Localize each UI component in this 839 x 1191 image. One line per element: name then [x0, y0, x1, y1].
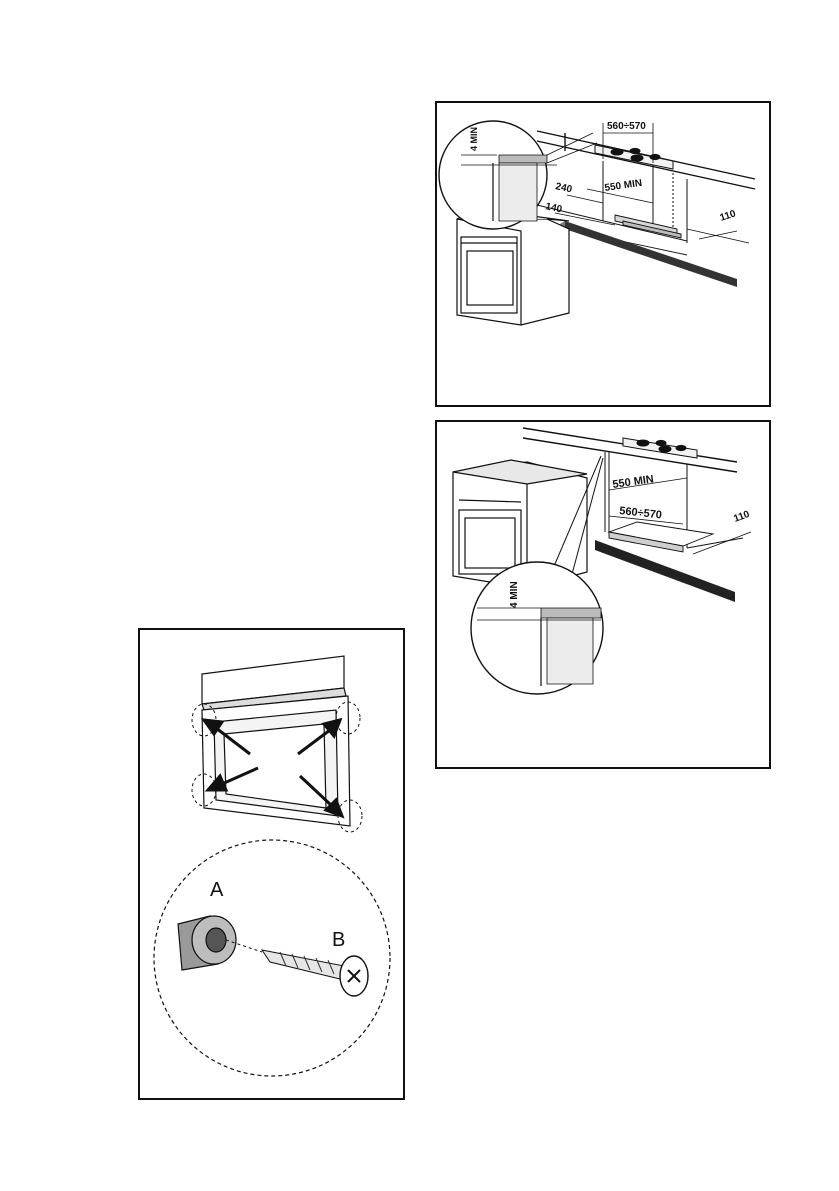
dim-min-depth: 550 MIN: [612, 473, 655, 491]
screw-b: [260, 949, 369, 997]
label-a: A: [210, 879, 224, 901]
dim-left-gap: 140: [544, 201, 563, 215]
dim-cutout-width: 560÷570: [607, 121, 646, 132]
floor-band: [595, 540, 735, 602]
detail-circle: [153, 839, 391, 1077]
installation-drawing-middle: 550 MIN 560÷570 110: [452, 427, 752, 695]
cabinet-base: [607, 521, 752, 555]
dim-right-gap-line: [686, 228, 750, 244]
cabinet-cavity: [602, 161, 688, 243]
dim-cutout-width-line: [602, 123, 654, 163]
dim-left-offset: 240: [554, 181, 573, 195]
dim-min-depth-line: [608, 477, 688, 491]
dim-cutout-width: 560÷570: [619, 505, 663, 521]
detail-magnifier: [470, 561, 604, 695]
dim-min-depth: 550 MIN: [604, 178, 643, 194]
dim-cutout-width-line: [608, 515, 684, 525]
oven: [456, 208, 570, 326]
hob: [594, 144, 674, 170]
magnifier-pointer: [548, 455, 604, 579]
detail-magnifier: [438, 120, 598, 230]
dim-left-lines: [554, 194, 616, 226]
dim-clearance: 4 MIN: [509, 581, 520, 608]
hob: [622, 437, 698, 459]
dim-clearance: 4 MIN: [469, 127, 479, 151]
alignment-line: [225, 939, 263, 953]
dim-min-depth-line: [586, 188, 654, 204]
oven: [452, 459, 588, 589]
dim-right-gap: 110: [732, 509, 751, 525]
installation-diagram-middle: 550 MIN 560÷570 110: [435, 420, 771, 769]
installation-diagram-top: 560÷570 550 MIN 240 140: [435, 101, 771, 407]
wall-plug-a: [177, 915, 237, 971]
oven-frame: [201, 655, 351, 827]
countertop: [522, 427, 738, 473]
mounting-drawing: A B: [153, 655, 391, 1077]
direction-arrows: [200, 717, 345, 819]
dim-right-gap: 110: [719, 208, 738, 224]
label-b: B: [332, 929, 345, 951]
mounting-diagram: A B: [138, 628, 405, 1100]
installation-drawing-top: 560÷570 550 MIN 240 140: [438, 120, 756, 326]
